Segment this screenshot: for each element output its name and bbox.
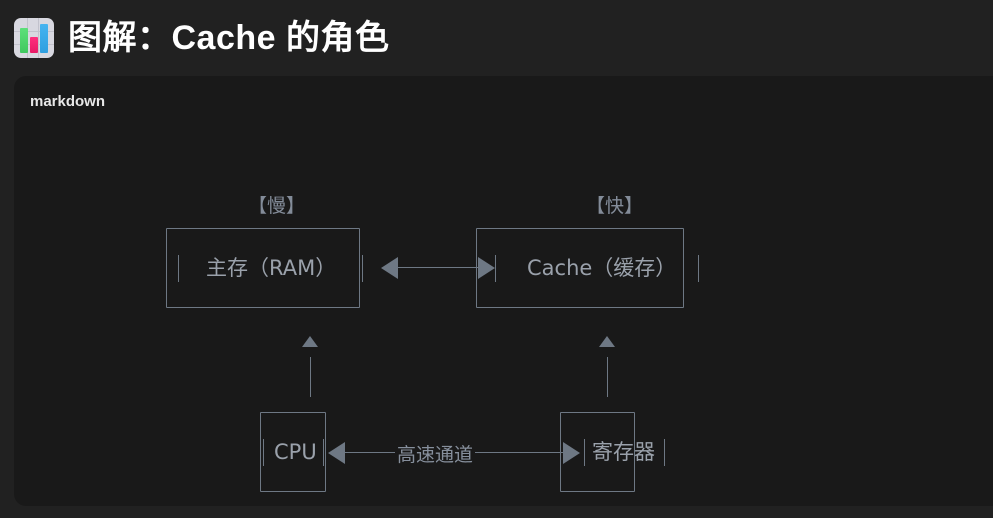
node-ram-box: [166, 228, 360, 308]
markdown-code-block-panel: markdown 【慢】 【快】 主存（RAM） Cache（缓存） CPU: [14, 76, 993, 506]
edge-register-cache-arrowhead: [599, 336, 615, 347]
tag-slow: 【慢】: [248, 195, 306, 217]
node-register-label: 寄存器: [592, 440, 655, 464]
edge-cpu-register-label: 高速通道: [395, 440, 476, 467]
bar-chart-emoji-icon: [14, 18, 54, 58]
node-cache-box: [476, 228, 684, 308]
node-register-pipe-right: [664, 439, 665, 466]
edge-cpu-register-arrow-left: [328, 442, 345, 464]
node-ram-label: 主存（RAM）: [206, 256, 337, 280]
node-cache-pipe-right: [698, 255, 699, 282]
node-cache-label: Cache（缓存）: [527, 256, 677, 280]
page-header: 图解：Cache 的角色: [0, 0, 993, 76]
edge-cpu-ram-arrowhead: [302, 336, 318, 347]
node-cpu-label: CPU: [274, 440, 317, 464]
node-ram-pipe-right: [362, 255, 363, 282]
node-register-pipe-left: [584, 439, 585, 466]
node-cache-pipe-left: [495, 255, 496, 282]
edge-ram-cache-line: [398, 267, 478, 268]
edge-ram-cache-arrow-right: [478, 257, 495, 279]
edge-register-cache-line: [607, 357, 608, 397]
tag-fast: 【快】: [586, 195, 644, 217]
page-title: 图解：Cache 的角色: [68, 19, 390, 57]
node-cpu-box: [260, 412, 326, 492]
node-register-box: [560, 412, 635, 492]
node-ram-pipe-left: [178, 255, 179, 282]
node-cpu-pipe-left: [263, 439, 264, 466]
code-language-label: markdown: [30, 93, 106, 110]
edge-cpu-ram-line: [310, 357, 311, 397]
edge-cpu-register-arrow-right: [563, 442, 580, 464]
ascii-art-diagram: 【慢】 【快】 主存（RAM） Cache（缓存） CPU 高速通道: [14, 127, 993, 497]
edge-ram-cache-arrow-left: [381, 257, 398, 279]
node-cpu-pipe-right: [323, 439, 324, 466]
